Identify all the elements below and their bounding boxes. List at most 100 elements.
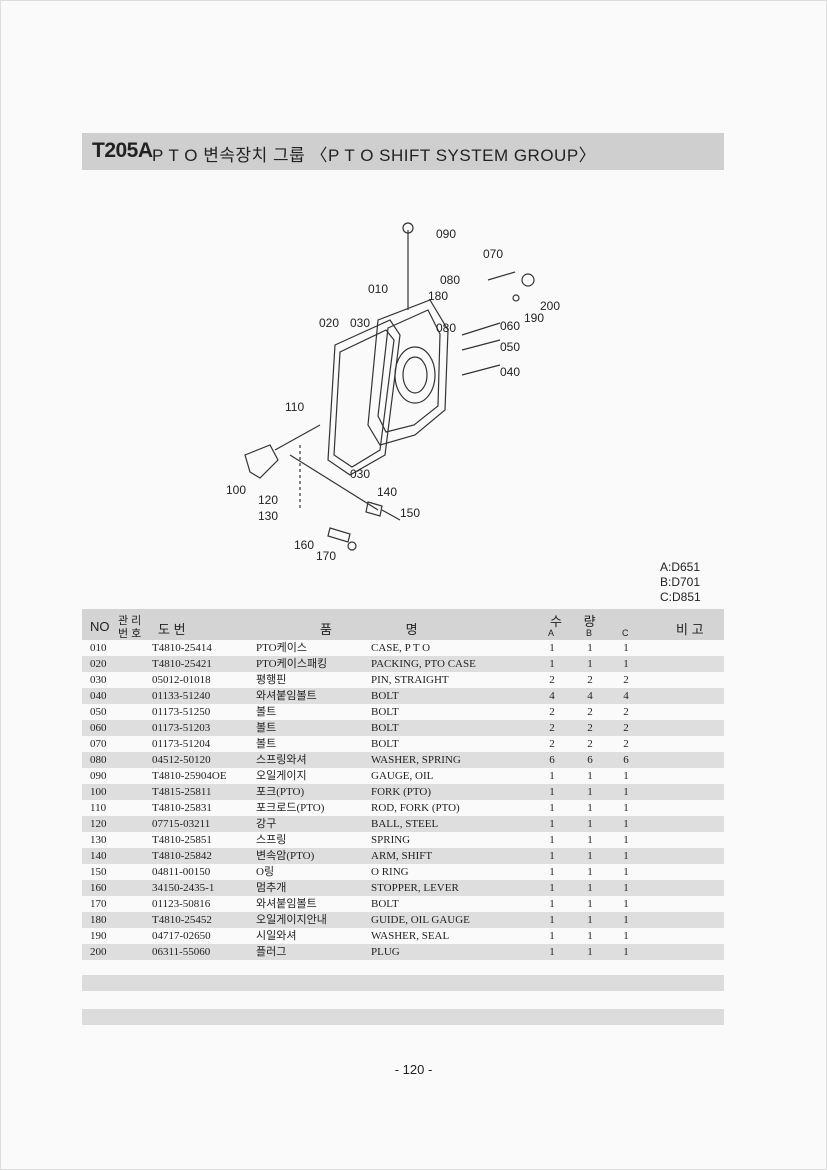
callout-120: 120 xyxy=(258,493,278,507)
o-ring-axis xyxy=(381,509,401,521)
row-qty-a: 1 xyxy=(549,930,555,942)
row-name-english: FORK (PTO) xyxy=(371,786,432,798)
table-header: NO 관 리 번 호 도 번 품 명 수 량 A B C 비 고 xyxy=(82,609,724,640)
stopper-160 xyxy=(327,527,351,543)
row-qty-c: 4 xyxy=(623,690,629,702)
callout-130: 130 xyxy=(258,509,278,523)
row-part-number: 06311-55060 xyxy=(152,946,211,958)
row-name-korean: 포크(PTO) xyxy=(256,786,305,798)
row-name-korean: 플러그 xyxy=(256,946,287,958)
row-qty-a: 2 xyxy=(549,674,555,686)
model-legend: A:D651 B:D701 C:D851 xyxy=(660,560,701,605)
row-name-korean: 오일게이지 xyxy=(256,770,307,782)
bolt-050 xyxy=(461,339,501,351)
model-b: B:D701 xyxy=(660,575,701,589)
row-qty-a: 1 xyxy=(549,866,555,878)
row-name-english: GUIDE, OIL GAUGE xyxy=(371,914,470,926)
callout-050: 050 xyxy=(500,340,520,354)
row-qty-b: 1 xyxy=(587,946,593,958)
case-drawing xyxy=(244,222,535,551)
shift-arm-axis xyxy=(289,454,379,511)
callout-150: 150 xyxy=(400,506,420,520)
row-part-number: 05012-01018 xyxy=(152,674,211,686)
row-qty-a: 1 xyxy=(549,834,555,846)
oil-gauge-cap xyxy=(402,222,414,234)
callout-170: 170 xyxy=(316,549,336,563)
callout-180: 180 xyxy=(428,289,448,303)
row-name-english: BOLT xyxy=(371,706,399,718)
row-no: 020 xyxy=(90,658,107,670)
row-name-english: O RING xyxy=(371,866,409,878)
header-name: 품 명 xyxy=(320,622,418,637)
header-a: A xyxy=(548,628,555,638)
row-no: 100 xyxy=(90,786,107,798)
model-a: A:D651 xyxy=(660,560,701,574)
row-name-korean: O링 xyxy=(256,866,275,878)
row-part-number: T4810-25414 xyxy=(152,642,212,654)
callout-140: 140 xyxy=(377,485,397,499)
header-c: C xyxy=(622,628,629,638)
bolt-040 xyxy=(461,364,501,376)
row-name-english: SPRING xyxy=(371,834,411,846)
row-no: 030 xyxy=(90,674,107,686)
plug-200 xyxy=(521,273,535,287)
row-qty-b: 1 xyxy=(587,786,593,798)
row-name-english: BALL, STEEL xyxy=(371,818,439,830)
callout-110: 110 xyxy=(285,400,304,414)
row-name-korean: 포크로드(PTO) xyxy=(256,802,325,814)
row-qty-c: 2 xyxy=(623,674,629,686)
callout-070: 070 xyxy=(483,247,503,261)
row-no: 190 xyxy=(90,930,107,942)
row-name-korean: 볼트 xyxy=(256,706,277,718)
row-name-korean: 스프링와셔 xyxy=(256,754,307,766)
row-qty-a: 1 xyxy=(549,914,555,926)
callout-030-b: 030 xyxy=(350,467,370,481)
callout-160: 160 xyxy=(294,538,314,552)
row-part-number: 01173-51250 xyxy=(152,706,211,718)
row-name-english: WASHER, SPRING xyxy=(371,754,461,766)
row-qty-c: 1 xyxy=(623,914,629,926)
row-qty-a: 4 xyxy=(549,690,555,702)
bolt-060 xyxy=(461,322,501,336)
seal-washer-190 xyxy=(512,294,520,302)
row-name-english: PLUG xyxy=(371,946,400,958)
bolt-170 xyxy=(347,541,357,551)
row-part-number: 04717-02650 xyxy=(152,930,211,942)
row-part-number: 04512-50120 xyxy=(152,754,211,766)
row-no: 060 xyxy=(90,722,107,734)
row-name-english: ROD, FORK (PTO) xyxy=(371,802,460,814)
row-name-korean: 변속암(PTO) xyxy=(256,850,315,862)
group-code: T205A xyxy=(92,139,153,162)
row-qty-b: 1 xyxy=(587,930,593,942)
callout-080-a: 080 xyxy=(440,273,460,287)
fork-100 xyxy=(244,444,279,479)
row-no: 070 xyxy=(90,738,107,750)
row-part-number: T4810-25452 xyxy=(152,914,212,926)
model-c: C:D851 xyxy=(660,590,701,604)
row-no: 120 xyxy=(90,818,107,830)
row-qty-b: 2 xyxy=(587,706,593,718)
callout-labels: 090 070 080 010 180 200 020 030 080 060 … xyxy=(226,227,560,563)
row-name-korean: 평행핀 xyxy=(256,674,287,686)
row-name-english: WASHER, SEAL xyxy=(371,930,450,942)
row-qty-a: 1 xyxy=(549,898,555,910)
row-qty-c: 1 xyxy=(623,946,629,958)
case-bore-inner xyxy=(402,356,428,394)
row-qty-a: 1 xyxy=(549,818,555,830)
row-qty-b: 1 xyxy=(587,834,593,846)
row-no: 040 xyxy=(90,690,107,702)
shift-arm-140 xyxy=(365,501,383,517)
row-qty-a: 1 xyxy=(549,882,555,894)
callout-030-a: 030 xyxy=(350,316,370,330)
row-qty-a: 1 xyxy=(549,642,555,654)
row-qty-b: 1 xyxy=(587,898,593,910)
row-qty-c: 1 xyxy=(623,898,629,910)
row-qty-a: 1 xyxy=(549,770,555,782)
